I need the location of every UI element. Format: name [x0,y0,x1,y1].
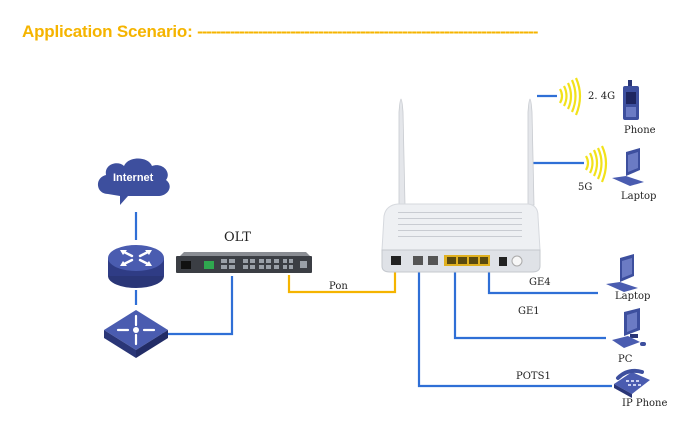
ip-phone-icon [614,368,650,398]
wifi-24g-label: 2. 4G [588,91,616,102]
switch-icon [104,310,168,358]
ge4-label: GE4 [529,277,551,288]
wifi-5g-label: 5G [578,182,593,193]
link-ge1 [453,268,606,340]
ge1-label: GE1 [518,306,540,317]
pon-label: Pon [329,281,348,292]
olt-label: OLT [224,230,251,245]
mobile-phone-icon [623,80,639,120]
ip-phone-label: IP Phone [622,398,668,409]
wifi-signal-24g-icon [559,77,582,116]
phone-label: Phone [624,125,656,136]
laptop-wifi-label: Laptop [621,191,657,202]
title-text: Application Scenario: [22,22,193,41]
cloud-icon [97,158,170,205]
pc-label: PC [618,354,633,365]
wifi-onu-router-icon [381,98,541,273]
laptop-wifi-icon [612,148,644,186]
pots1-label: POTS1 [516,371,551,382]
page-title: Application Scenario: ------------------… [22,22,538,42]
router-icon [108,245,164,288]
title-dashes: ----------------------------------------… [197,22,538,41]
pc-icon [612,308,646,348]
wifi-signal-5g-icon [585,145,608,183]
link-pon [287,268,397,294]
olt-chassis-icon [176,252,312,273]
link-pots1 [417,268,612,388]
link-switch-olt [162,276,234,336]
internet-label: Internet [113,172,154,184]
laptop-wired-icon [606,254,638,292]
laptop-wired-label: Laptop [615,291,651,302]
link-ge4 [487,268,598,295]
